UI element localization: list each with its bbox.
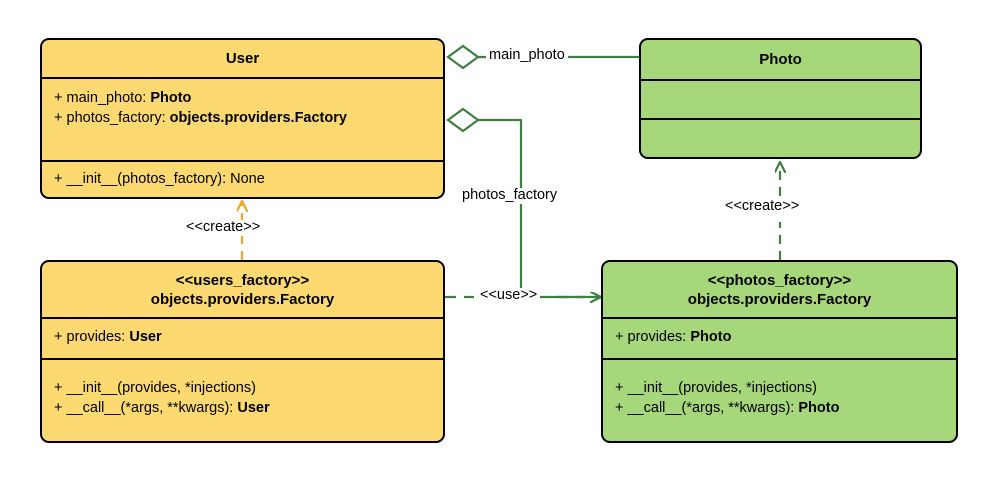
edge-label-use: <<use>> <box>477 287 541 304</box>
attribute-visibility: + <box>54 329 63 346</box>
edge-label-users-factory-create: <<create>> <box>183 219 264 236</box>
method-row: + __call__(*args, **kwargs): User <box>54 398 431 419</box>
class-user-methods: + __init__(photos_factory): None <box>42 159 443 197</box>
class-photo-methods <box>641 118 920 157</box>
method-visibility: + <box>615 400 624 417</box>
method-type: User <box>237 400 270 417</box>
method-visibility: + <box>615 379 624 396</box>
class-photos-factory-name: objects.providers.Factory <box>687 290 872 308</box>
attribute-type: objects.providers.Factory <box>169 110 347 127</box>
method-visibility: + <box>54 379 63 396</box>
method-visibility: + <box>54 170 63 187</box>
edge-label-photos-factory: photos_factory <box>459 187 561 204</box>
method-row: + __init__(provides, *injections) <box>615 378 944 399</box>
attribute-visibility: + <box>615 329 624 346</box>
class-users-factory-stereotype: <<users_factory>> <box>175 271 310 289</box>
class-users-factory-name: objects.providers.Factory <box>150 290 335 308</box>
edge-label-main-photo: main_photo <box>486 47 568 64</box>
attribute-type: Photo <box>690 329 732 346</box>
class-photos-factory-header: <<photos_factory>> objects.providers.Fac… <box>603 262 956 317</box>
edge-label-photos-factory-create: <<create>> <box>722 198 803 215</box>
class-user-attributes: + main_photo: Photo + photos_factory: ob… <box>42 76 443 160</box>
class-users-factory-attributes: + provides: User <box>42 317 443 357</box>
attribute-label: provides: <box>66 329 130 346</box>
method-row: + __init__(photos_factory): None <box>54 169 431 190</box>
attribute-label: photos_factory: <box>66 110 170 127</box>
attribute-type: User <box>129 329 162 346</box>
method-label: __init__(provides, *injections) <box>627 379 817 396</box>
class-photos-factory[interactable]: <<photos_factory>> objects.providers.Fac… <box>601 260 958 443</box>
class-photos-factory-methods: + __init__(provides, *injections) + __ca… <box>603 357 956 441</box>
class-photo-header: Photo <box>641 40 920 79</box>
class-users-factory-methods: + __init__(provides, *injections) + __ca… <box>42 357 443 441</box>
attribute-row: + main_photo: Photo <box>54 88 431 109</box>
class-user[interactable]: User + main_photo: Photo + photos_factor… <box>40 38 445 199</box>
attribute-label: provides: <box>627 329 691 346</box>
class-photo-name: Photo <box>759 50 802 68</box>
attribute-row: + provides: User <box>54 327 431 348</box>
class-user-name: User <box>225 49 260 67</box>
class-users-factory-header: <<users_factory>> objects.providers.Fact… <box>42 262 443 317</box>
attribute-row: + photos_factory: objects.providers.Fact… <box>54 108 431 129</box>
attribute-label: main_photo: <box>66 89 151 106</box>
class-photo[interactable]: Photo <box>639 38 922 159</box>
class-photo-attributes <box>641 79 920 118</box>
class-users-factory[interactable]: <<users_factory>> objects.providers.Fact… <box>40 260 445 443</box>
attribute-type: Photo <box>150 89 192 106</box>
attribute-visibility: + <box>54 89 63 106</box>
attribute-visibility: + <box>54 110 63 127</box>
method-label: __call__(*args, **kwargs): <box>627 400 799 417</box>
method-type: Photo <box>798 400 840 417</box>
class-photos-factory-attributes: + provides: Photo <box>603 317 956 357</box>
method-row: + __call__(*args, **kwargs): Photo <box>615 398 944 419</box>
method-label: __init__(photos_factory): None <box>66 170 265 187</box>
method-label: __init__(provides, *injections) <box>66 379 256 396</box>
method-row: + __init__(provides, *injections) <box>54 378 431 399</box>
class-user-header: User <box>42 40 443 77</box>
method-visibility: + <box>54 400 63 417</box>
method-label: __call__(*args, **kwargs): <box>66 400 238 417</box>
class-photos-factory-stereotype: <<photos_factory>> <box>707 271 852 289</box>
attribute-row: + provides: Photo <box>615 327 944 348</box>
